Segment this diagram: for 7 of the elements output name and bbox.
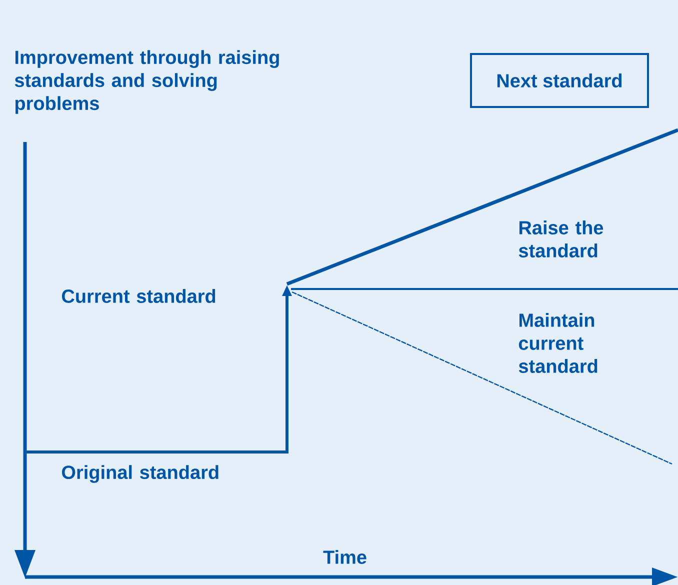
- axis-title: Time: [323, 550, 366, 564]
- curve-label: Raise the standard: [518, 220, 604, 258]
- text-box: Next standard: [470, 53, 649, 108]
- curve-label: Original standard: [62, 465, 218, 483]
- curve-label: Current standard: [62, 289, 216, 303]
- curve-label: Maintain current standard: [518, 313, 598, 373]
- axis-title: Improvement through raising standards and solving problems: [14, 50, 279, 114]
